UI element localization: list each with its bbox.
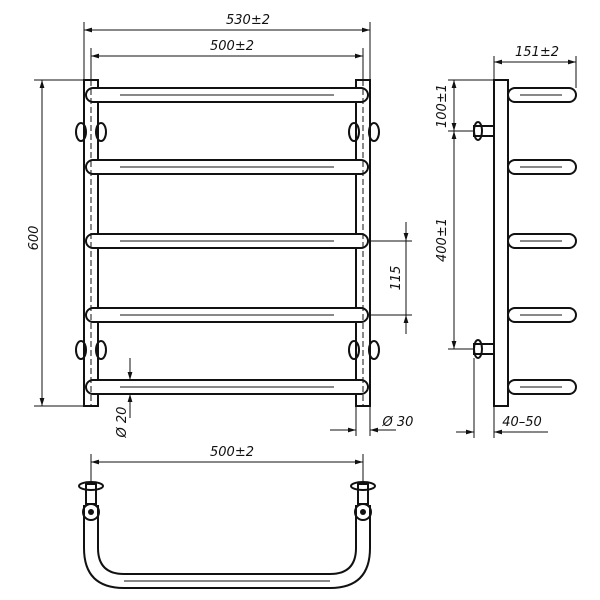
dim-height-label: 600 (27, 226, 42, 251)
bar-3 (85, 233, 369, 249)
dim-top-offset: 100±1 (435, 79, 494, 132)
dim-bottom-width: 500±2 (90, 445, 364, 484)
dim-step-label: 115 (389, 266, 404, 291)
dim-height: 600 (27, 79, 84, 407)
dim-wall-gap-label: 40–50 (502, 415, 542, 430)
dim-mount-spacing: 400±1 (435, 131, 474, 350)
u-bar-inner (97, 505, 357, 575)
dim-step: 115 (370, 222, 412, 334)
side-post (493, 79, 509, 407)
dim-top-offset-label: 100±1 (435, 84, 450, 128)
horizontal-bars (85, 87, 369, 395)
dim-pipe-diameter: Ø 20 (115, 358, 140, 438)
dim-wall-gap: 40–50 (456, 358, 548, 438)
bottom-mounts (78, 481, 376, 521)
bottom-view: 500±2 (78, 445, 376, 589)
dim-post-diameter-label: Ø 30 (382, 415, 414, 430)
dim-mount-spacing-label: 400±1 (435, 218, 450, 262)
bar-4 (85, 307, 369, 323)
bar-2 (85, 159, 369, 175)
front-mounts (75, 122, 380, 360)
side-view: 151±2 100±1 400±1 40–50 (435, 45, 577, 438)
dim-overall-width: 530±2 (83, 13, 371, 80)
bar-1 (85, 87, 369, 103)
dim-bottom-width-label: 500±2 (210, 445, 254, 460)
dim-bar-width: 500±2 (90, 39, 364, 80)
dim-depth-label: 151±2 (515, 45, 559, 60)
dim-bar-width-label: 500±2 (210, 39, 254, 54)
side-bars (507, 87, 577, 395)
side-mounts (473, 121, 495, 359)
bar-5 (85, 379, 369, 395)
dim-pipe-diameter-label: Ø 20 (115, 407, 130, 439)
dim-depth: 151±2 (493, 45, 577, 88)
dim-post-diameter: Ø 30 (330, 406, 413, 436)
u-bar-outer (83, 505, 371, 589)
dim-overall-width-label: 530±2 (226, 13, 270, 28)
front-view: 530±2 500±2 600 115 (27, 13, 413, 438)
